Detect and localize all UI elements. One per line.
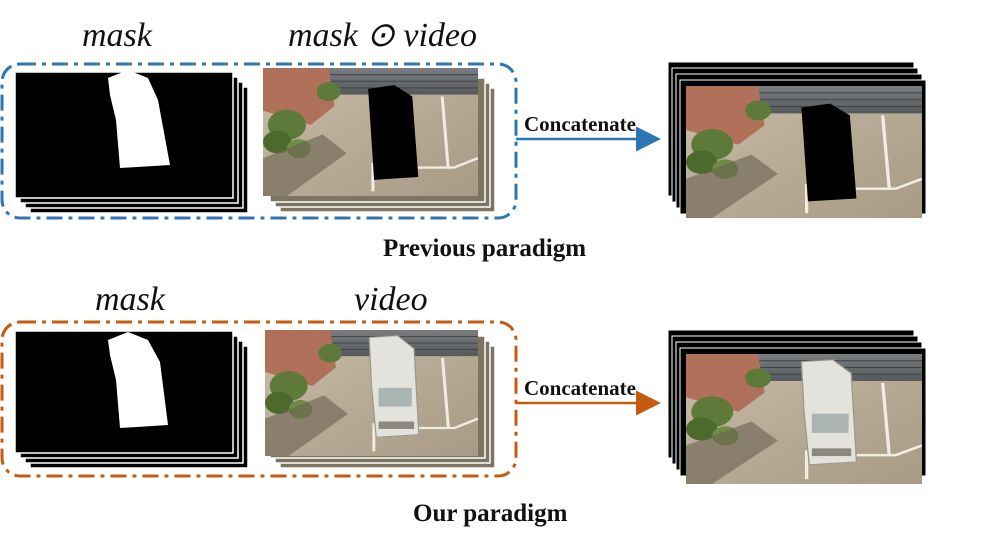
previous-caption: Previous paradigm xyxy=(383,235,586,262)
previous-masked-video-stack xyxy=(263,68,496,213)
ours-video-stack xyxy=(265,330,496,469)
previous-masked-video-label: mask ⊙ video xyxy=(288,17,477,54)
previous-input-box xyxy=(0,62,518,220)
previous-mask-stack xyxy=(14,70,249,214)
ours-mask-shape xyxy=(108,332,168,428)
previous-output-stack xyxy=(667,61,927,218)
previous-concatenate-label: Concatenate xyxy=(524,112,636,136)
ours-mask-label: mask xyxy=(95,281,166,318)
ours-mask-stack xyxy=(14,330,249,469)
ours-input-box xyxy=(0,320,518,478)
ours-caption: Our paradigm xyxy=(413,500,568,527)
previous-mask-label: mask xyxy=(82,17,153,54)
ours-output-stack xyxy=(667,329,927,484)
ours-concatenate-label: Concatenate xyxy=(524,376,636,400)
previous-mask-shape xyxy=(108,70,170,168)
our-paradigm: mask video Concatenate xyxy=(0,281,927,527)
previous-paradigm: mask mask ⊙ video Concatenate xyxy=(0,17,927,262)
ours-video-label: video xyxy=(354,281,428,318)
